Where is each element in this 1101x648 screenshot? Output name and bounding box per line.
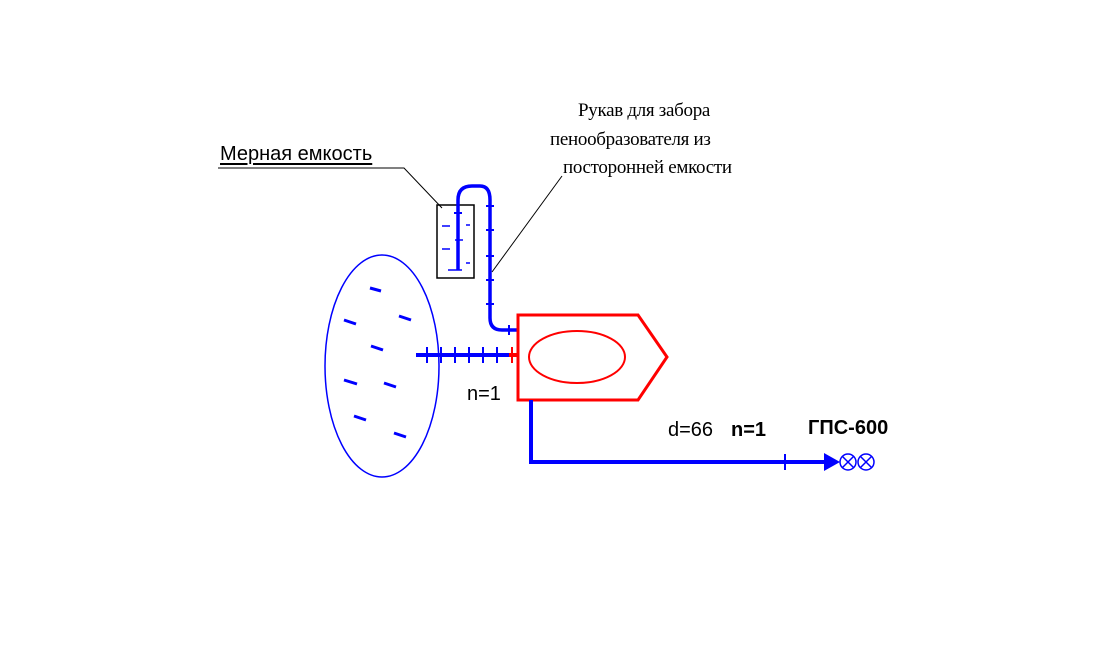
generator-label: ГПС-600 [808, 417, 889, 439]
suction-hose [416, 347, 518, 363]
line-diameter-label: d=66 [668, 419, 714, 441]
hose-label-line1: Рукав для забора [578, 100, 711, 121]
measuring-tank-label: Мерная емкость [220, 143, 373, 165]
generator-nozzles-icon [839, 453, 875, 471]
hose-leader-line [491, 175, 563, 273]
water-reservoir [324, 254, 440, 478]
tank-leader-line [218, 167, 443, 209]
hose-label-line2: пенообразователя из [550, 129, 711, 150]
line-count-label: n=1 [731, 419, 767, 441]
hose-label-line3: посторонней емкости [563, 157, 732, 178]
foam-pickup-hose [456, 184, 518, 332]
measuring-tank [436, 204, 475, 279]
generator-arrow [824, 453, 840, 471]
pressure-hose [529, 400, 830, 464]
water-ripples [343, 286, 412, 439]
hose-ticks [454, 205, 510, 335]
tank-liquid-marks [442, 224, 470, 271]
pump-impeller [528, 330, 626, 384]
suction-count-label: n=1 [467, 383, 501, 405]
fire-pump [516, 313, 669, 402]
